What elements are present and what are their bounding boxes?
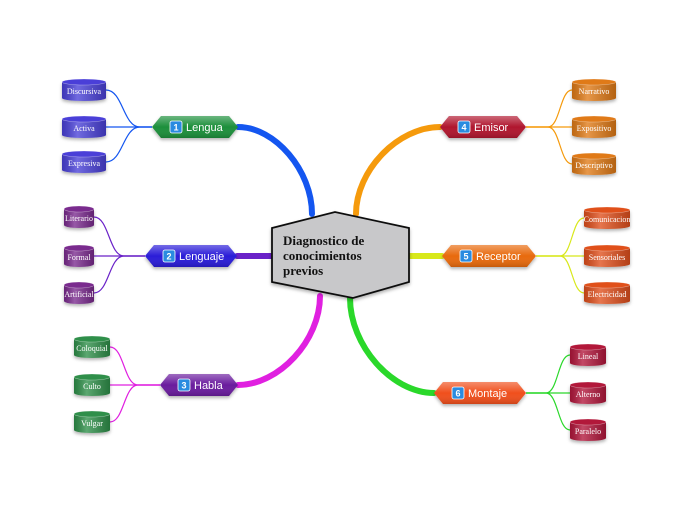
branch-label-lengua: Lengua [186, 122, 224, 134]
leaf-label-expositivo: Expositivo [577, 124, 612, 133]
leaf-connector-lineal [526, 354, 571, 394]
number-badge-label-1: 1 [173, 123, 178, 133]
leaf-discursiva[interactable]: Discursiva [61, 78, 107, 101]
central-node[interactable]: Diagnostico de conocimientos previos [271, 211, 410, 299]
leaf-label-culto: Culto [83, 382, 101, 391]
leaf-vulgar[interactable]: Vulgar [73, 410, 111, 433]
leaf-comunicacion[interactable]: Comunicacion [584, 206, 631, 229]
number-badge-1: 1 [169, 120, 183, 134]
leaf-connector-literario [93, 216, 145, 257]
connector-lengua [235, 124, 315, 217]
leaf-connector-discursiva [105, 89, 152, 128]
leaf-culto[interactable]: Culto [73, 373, 111, 396]
leaf-lineal[interactable]: Lineal [569, 343, 607, 366]
connector-habla [235, 293, 323, 388]
leaf-connector-artificial [93, 255, 145, 294]
connector-emisor [353, 124, 443, 217]
leaf-label-expresiva: Expresiva [68, 159, 100, 168]
branch-label-emisor: Emisor [474, 122, 509, 134]
leaf-label-literario: Literario [65, 214, 93, 223]
number-badge-label-4: 4 [461, 123, 466, 133]
branch-receptor[interactable]: 5 Receptor [442, 245, 536, 267]
leaf-connector-paralelo [526, 392, 571, 431]
leaf-expresiva[interactable]: Expresiva [61, 150, 107, 173]
leaf-sensoriales[interactable]: Sensoriales [583, 244, 631, 267]
leaf-label-coloquial: Coloquial [76, 344, 108, 353]
branch-emisor[interactable]: 4 Emisor [440, 116, 526, 138]
leaf-label-lineal: Lineal [578, 352, 599, 361]
leaf-alterno[interactable]: Alterno [569, 381, 607, 404]
branch-label-montaje: Montaje [468, 388, 507, 400]
leaf-formal[interactable]: Formal [63, 244, 95, 267]
connectors [93, 89, 585, 431]
leaf-label-narrativo: Narrativo [579, 87, 610, 96]
leaf-connector-vulgar [109, 384, 160, 423]
number-badge-label-3: 3 [181, 381, 186, 391]
leaf-expositivo[interactable]: Expositivo [571, 115, 617, 138]
leaf-literario[interactable]: Literario [63, 205, 95, 228]
leaf-label-comunicacion: Comunicacion [584, 215, 631, 224]
branch-label-habla: Habla [194, 380, 224, 392]
leaf-label-descriptivo: Descriptivo [575, 161, 612, 170]
branch-lenguaje[interactable]: 2 Lenguaje [145, 245, 237, 267]
number-badge-2: 2 [162, 249, 176, 263]
leaf-label-formal: Formal [67, 253, 91, 262]
leaf-electricidad[interactable]: Electricidad [583, 281, 631, 304]
leaf-activa[interactable]: Activa [61, 115, 107, 138]
leaf-label-paralelo: Paralelo [575, 427, 601, 436]
central-title-line-1: Diagnostico de [283, 233, 364, 248]
branch-label-receptor: Receptor [476, 251, 521, 263]
leaf-coloquial[interactable]: Coloquial [73, 335, 111, 358]
leaf-nodes: DiscursivaActivaExpresivaLiterarioFormal… [61, 78, 631, 441]
branch-label-lenguaje: Lenguaje [179, 251, 224, 263]
leaf-connector-comunicacion [536, 217, 585, 257]
connector-montaje [347, 295, 437, 396]
branch-montaje[interactable]: 6 Montaje [434, 382, 526, 404]
number-badge-3: 3 [177, 378, 191, 392]
leaf-artificial[interactable]: Artificial [63, 281, 94, 304]
leaf-connector-narrativo [526, 89, 573, 128]
central-title-line-3: previos [283, 263, 323, 278]
leaf-label-electricidad: Electricidad [588, 290, 627, 299]
leaf-connector-coloquial [109, 346, 160, 386]
leaf-label-alterno: Alterno [576, 390, 600, 399]
leaf-descriptivo[interactable]: Descriptivo [571, 152, 617, 175]
central-title-line-2: conocimientos [283, 248, 362, 263]
leaf-narrativo[interactable]: Narrativo [571, 78, 617, 101]
branch-lengua[interactable]: 1 Lengua [152, 116, 238, 138]
leaf-label-artificial: Artificial [64, 290, 94, 299]
leaf-label-activa: Activa [73, 124, 95, 133]
leaf-label-discursiva: Discursiva [67, 87, 102, 96]
branch-habla[interactable]: 3 Habla [160, 374, 238, 396]
number-badge-5: 5 [459, 249, 473, 263]
number-badge-label-5: 5 [463, 252, 468, 262]
number-badge-4: 4 [457, 120, 471, 134]
leaf-label-vulgar: Vulgar [81, 419, 103, 428]
leaf-paralelo[interactable]: Paralelo [569, 418, 607, 441]
leaf-connector-descriptivo [526, 126, 573, 165]
number-badge-label-2: 2 [166, 252, 171, 262]
leaf-label-sensoriales: Sensoriales [589, 253, 625, 262]
leaf-connector-expresiva [105, 126, 152, 163]
leaf-connector-electricidad [536, 255, 585, 294]
number-badge-6: 6 [451, 386, 465, 400]
number-badge-label-6: 6 [455, 389, 460, 399]
